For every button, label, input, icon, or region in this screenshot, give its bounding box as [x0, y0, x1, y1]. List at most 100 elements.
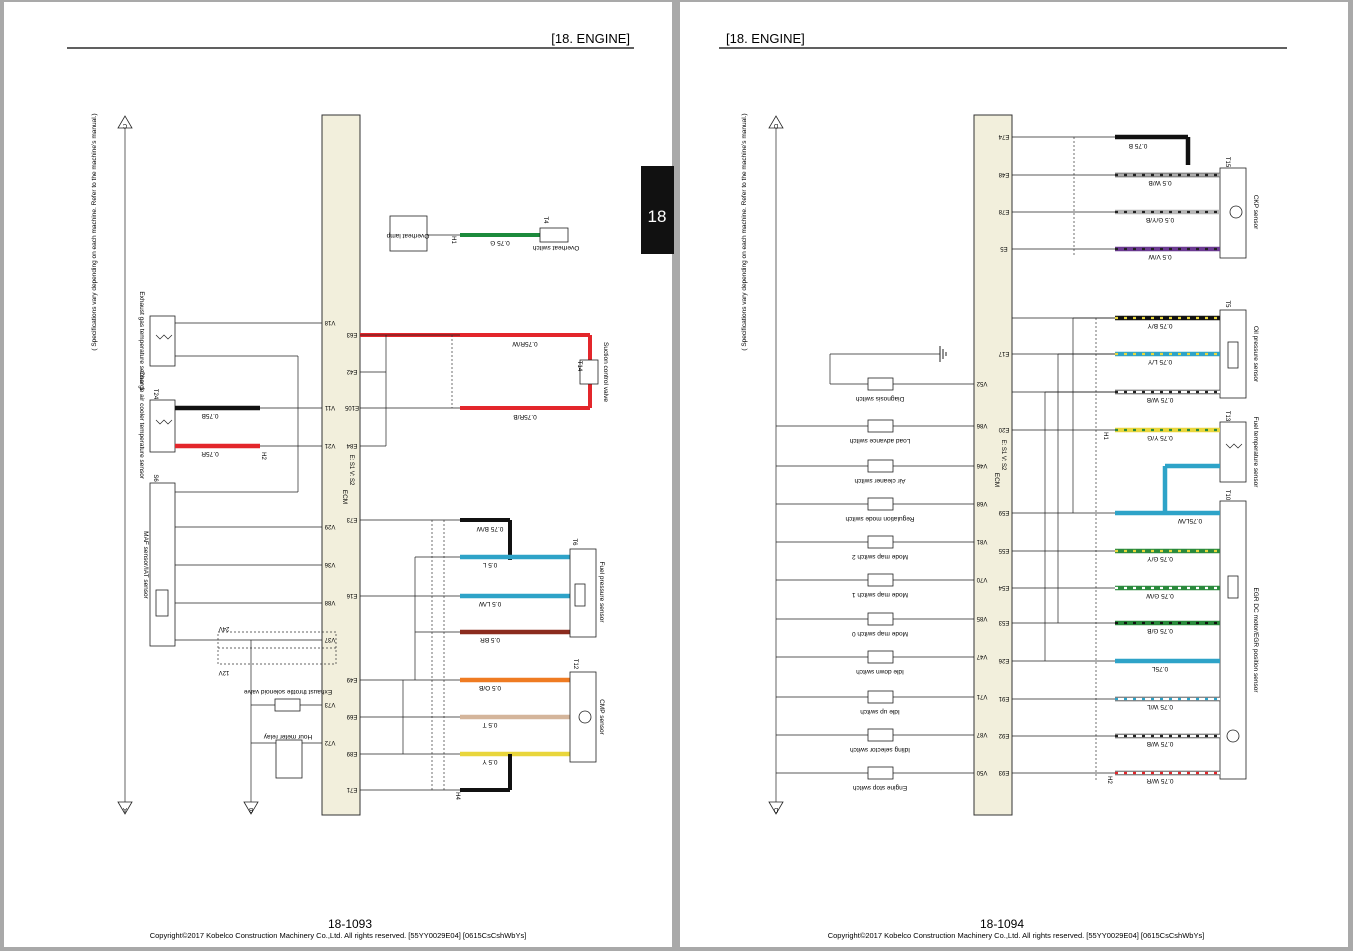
- exhaust-gas-temp-sensor: [149, 315, 176, 367]
- ecm-pin-e92: E92: [998, 732, 1009, 738]
- connector-label: T15: [1224, 157, 1230, 168]
- switch-label: Engine stop switch: [853, 784, 908, 791]
- ecm-pin-v88: V88: [324, 599, 335, 605]
- charge-air-cooler-temp-sensor: [149, 399, 176, 453]
- ecm-pin-e48: E48: [998, 171, 1009, 177]
- connector-label: T13: [1224, 411, 1230, 422]
- page-header-right: [18. ENGINE]: [726, 31, 805, 46]
- switch-label: Idle down switch: [856, 668, 904, 675]
- wire-label: 0.5 BR: [480, 636, 500, 643]
- switch-box: [867, 377, 894, 391]
- terminal-d-bottom-marker: [768, 801, 784, 815]
- maf-iat-sensor: [149, 482, 176, 647]
- ecm-pin-e17: E17: [998, 350, 1009, 356]
- fuel-temperature-sensor: [1219, 421, 1247, 483]
- ecm-pin-v72: V72: [324, 739, 335, 745]
- ecm-pin-e91: E91: [998, 695, 1009, 701]
- suction-control-valve: [579, 359, 599, 385]
- connector-label: H4: [454, 792, 460, 800]
- ecm-pin-e74: E74: [998, 133, 1009, 139]
- wire-label: 0.5 L: [482, 561, 497, 568]
- switch-label: Mode map switch 2: [852, 553, 908, 560]
- sensor-label: CKP sensor: [1252, 195, 1259, 230]
- wire-label: 0.75 G/W: [1145, 592, 1173, 599]
- wire-label: 0.75 G/Y: [1147, 555, 1173, 562]
- section-tab[interactable]: [641, 166, 674, 254]
- connector-label: S6: [152, 474, 158, 482]
- component-label: Exhaust gas temperature sensor 1: [138, 291, 145, 391]
- terminal-d-bottom-label: D: [773, 806, 778, 812]
- ecm-pin-e55: E55: [998, 547, 1009, 553]
- wire-label: 0.75 B: [1129, 142, 1148, 149]
- ecm-pin-e53: E53: [998, 619, 1009, 625]
- switch-label: Idle up switch: [860, 708, 900, 715]
- section-tab-label: 18: [648, 207, 667, 226]
- page-number-left: 18-1093: [328, 917, 372, 931]
- component-label: Overheat lamp: [386, 232, 429, 239]
- side-note-right: ( Specifications vary depending on each …: [741, 113, 748, 350]
- connector-label: H2: [1106, 776, 1112, 784]
- page-number-right: 18-1094: [980, 917, 1024, 931]
- wire-label: 0.75 W/B: [1147, 740, 1174, 747]
- wire-label: 0.75 B/Y: [1147, 322, 1173, 329]
- ecm-bar-left: [321, 114, 361, 816]
- wire-label: 0.75R: [201, 450, 219, 457]
- switch-label: Regulation mode switch: [845, 515, 914, 522]
- ecm-pin-v18: V18: [324, 319, 335, 325]
- wire-label: 0.75 Y/G: [1147, 434, 1173, 441]
- ecm-pin-e89: E89: [346, 750, 357, 756]
- wire-label: 0.75 W/R: [1146, 777, 1173, 784]
- connector-label: H1: [1102, 432, 1108, 440]
- ecm-pin-v73: V73: [324, 701, 335, 707]
- ecm-pin-e73: E73: [346, 516, 357, 522]
- ecm-pin-e59: E59: [998, 509, 1009, 515]
- switch-box: [867, 573, 894, 587]
- ecm-pin-v29: V29: [324, 523, 335, 529]
- wire-label: 0.5 L/W: [478, 600, 501, 607]
- wire-label: 0.75 L/Y: [1147, 358, 1172, 365]
- ecm-sub-left: E: S1 V: S2: [348, 455, 354, 486]
- switch-label: Mode map switch 1: [852, 591, 908, 598]
- exhaust-throttle-solenoid-valve: [274, 698, 301, 712]
- ecm-pin-v87: V87: [976, 731, 987, 737]
- connector-label: T10: [1224, 490, 1230, 501]
- wire-label: 0.5 V/W: [1148, 253, 1172, 260]
- ecm-pin-e26: E26: [998, 657, 1009, 663]
- wire-label: 0.5 T: [483, 721, 498, 728]
- ecm-pin-e16: E16: [346, 592, 357, 598]
- ecm-pin-v47: V47: [976, 653, 987, 659]
- wire-label: 0.75 W/B: [1147, 396, 1174, 403]
- ecm-sub-right: E: S1 V: S2: [1000, 440, 1006, 471]
- ecm-bar-right: [973, 114, 1013, 816]
- voltage-12v-label: 12V: [219, 669, 230, 675]
- terminal-a-marker: [117, 801, 133, 815]
- component-label: Exhaust throttle solenoid valve: [244, 688, 333, 695]
- hour-meter-relay: [275, 739, 303, 779]
- ecm-pin-e84: E84: [346, 442, 357, 448]
- switch-box: [867, 766, 894, 780]
- voltage-24v-label: 24V: [219, 625, 230, 631]
- wire-label: 0.75L/W: [1177, 517, 1202, 524]
- component-label: Charge air cooler temperature sensor: [138, 371, 145, 480]
- ecm-pin-e69: E69: [346, 713, 357, 719]
- ecm-pin-e49: E49: [346, 676, 357, 682]
- overheat-lamp: [389, 215, 428, 252]
- component-label: MAF sensor/IAT sensor: [142, 531, 149, 600]
- ecm-pin-v46: V46: [976, 462, 987, 468]
- switch-box: [867, 497, 894, 511]
- sensor-label: EGR DC motor/EGR position sensor: [1252, 587, 1259, 693]
- ecm-pin-v70: V70: [976, 576, 987, 582]
- component-label: Suction control valve: [602, 342, 609, 402]
- terminal-d-top-marker: [768, 115, 784, 129]
- terminal-c-label: C: [122, 122, 127, 128]
- ecm-pin-v81: V81: [976, 538, 987, 544]
- ecm-label-left: ECM: [341, 490, 348, 504]
- ecm-pin-e105: E105: [344, 404, 359, 410]
- terminal-c-marker: [117, 115, 133, 129]
- wire-label: 0.5 G/Y/B: [1146, 216, 1174, 223]
- ecm-pin-v52: V52: [976, 380, 987, 386]
- ecm-pin-v37: V37: [324, 636, 335, 642]
- wire-label: 0.75R/B: [513, 413, 537, 420]
- ecm-pin-v86: V86: [976, 422, 987, 428]
